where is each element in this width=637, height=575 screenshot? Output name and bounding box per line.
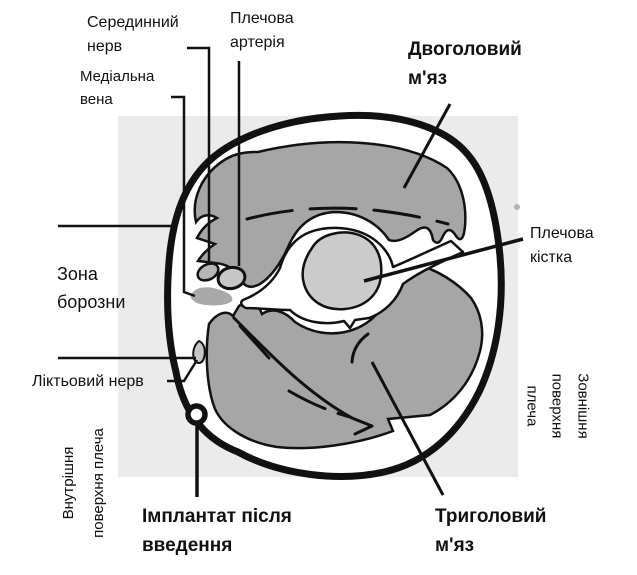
triceps-crease-line-2: [287, 389, 352, 419]
brachial-artery-shape: [216, 265, 247, 291]
biceps-muscle-shape: [193, 140, 467, 288]
label-implant: Імплантат після введення: [142, 506, 292, 557]
medial-vein-line: [171, 95, 196, 298]
triceps-line: [370, 361, 445, 496]
triceps-muscle-shape: [205, 262, 484, 450]
label-triceps: Триголовий м'яз: [435, 506, 547, 557]
humerus-line: [363, 237, 524, 283]
triceps-crease-fork: [353, 424, 374, 436]
implant-shape: [185, 403, 208, 426]
triceps-crease-line-3: [350, 332, 370, 364]
median-nerve-line: [187, 46, 211, 261]
label-humerus: Плечова кістка: [530, 225, 594, 266]
label-brachial-artery: Плечова артерія: [230, 10, 294, 51]
biceps-crease-line: [245, 206, 450, 226]
triceps-crease-line-4: [232, 316, 374, 428]
ulnar-nerve-line: [167, 359, 199, 383]
label-median-nerve: Серединний нерв: [87, 14, 179, 55]
label-ulnar-nerve: Ліктьовий нерв: [32, 373, 144, 390]
label-medial-vein: Медіальна вена: [80, 68, 155, 108]
biceps-line: [402, 103, 452, 189]
ulnar-nerve-shape: [192, 339, 206, 364]
median-nerve-shape: [196, 262, 220, 282]
label-outer-surface: Зовнішня поверхня плеча: [523, 373, 592, 439]
medial-vein-shape: [190, 287, 233, 306]
triceps-crease-line-1: [238, 324, 271, 360]
label-inner-surface: Внутрішня поверхня плеча: [60, 428, 107, 538]
gray-dot: [514, 204, 520, 210]
label-biceps: Двоголовий м'яз: [408, 39, 522, 90]
label-groove-zone: Зона борозни: [57, 264, 126, 312]
humerus-bone-shape: [301, 231, 383, 311]
